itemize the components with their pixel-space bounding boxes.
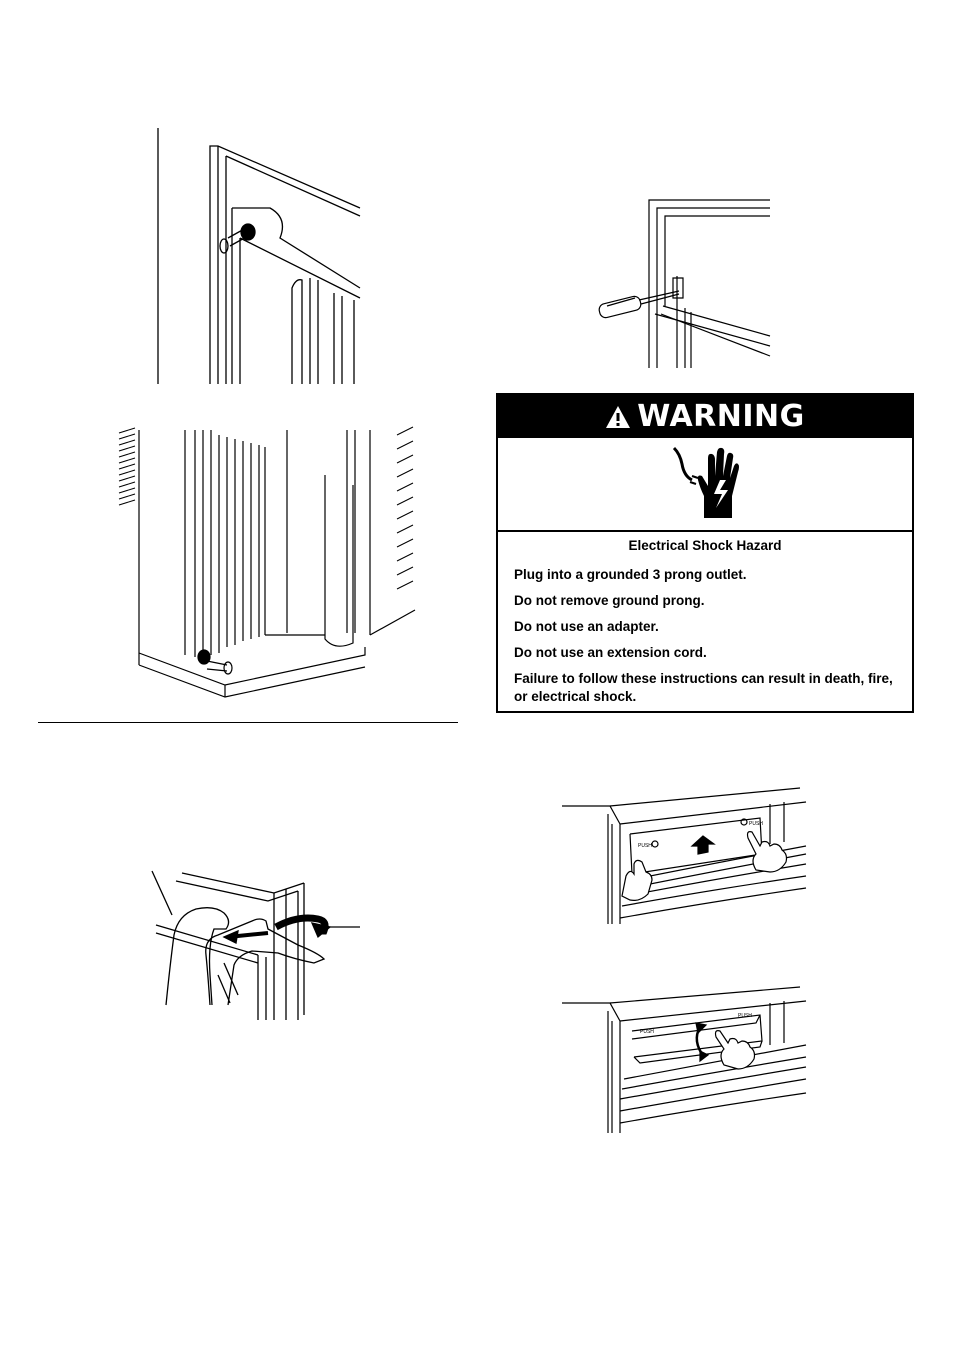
push-label: PUSH [640, 1029, 654, 1035]
hazard-title: Electrical Shock Hazard [514, 538, 896, 553]
warning-instruction: Do not remove ground prong. [514, 592, 896, 610]
warning-symbol-row [498, 438, 912, 532]
warning-body: Electrical Shock Hazard Plug into a grou… [498, 532, 912, 706]
warning-title: WARNING [637, 402, 805, 432]
figure-window-sash-hands [148, 855, 363, 1025]
warning-instruction: Failure to follow these instructions can… [514, 670, 896, 706]
figure-window-screwdriver [595, 196, 775, 371]
push-label: PUSH [749, 821, 763, 827]
figure-top-rail-screw [150, 128, 370, 386]
warning-instruction: Do not use an extension cord. [514, 644, 896, 662]
warning-triangle-icon [605, 405, 631, 429]
push-label: PUSH [638, 843, 652, 849]
section-divider [38, 722, 458, 723]
warning-header: WARNING [498, 395, 912, 438]
push-label: PUSH [738, 1013, 752, 1019]
figure-control-panel-push: PUSH PUSH [560, 784, 808, 929]
warning-box: WARNING Electrical Shock Hazard Plug int… [496, 393, 914, 713]
electrical-shock-hand-icon [670, 444, 740, 524]
figure-bottom-sill-screw [115, 425, 420, 700]
figure-control-panel-open: PUSH PUSH [560, 985, 808, 1135]
warning-instruction: Do not use an adapter. [514, 618, 896, 636]
warning-instruction: Plug into a grounded 3 prong outlet. [514, 566, 896, 584]
